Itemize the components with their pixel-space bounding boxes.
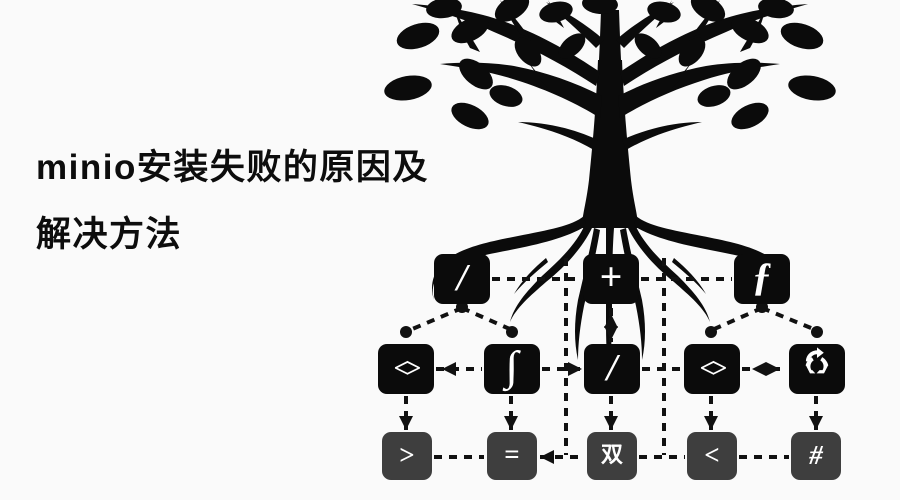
refresh-cycle-icon — [789, 344, 845, 394]
hash-icon: # — [809, 439, 823, 470]
node-equals-row3: = — [487, 432, 537, 480]
slash-icon: / — [606, 347, 618, 389]
node-hash-row3: # — [791, 432, 841, 480]
node-slash-row1: / — [434, 254, 490, 304]
node-refresh-row2 — [789, 344, 845, 394]
connector-lines — [404, 258, 818, 459]
equals-icon: = — [504, 438, 520, 469]
node-slash-row2: / — [584, 344, 640, 394]
node-cjk-row3: 双 — [587, 432, 637, 480]
greater-than-icon: > — [399, 439, 415, 470]
node-less-than-row3: < — [687, 432, 737, 480]
connector-dots — [400, 301, 823, 338]
node-plus-row1: + — [583, 254, 639, 304]
page-title: minio安装失败的原因及 解决方法 — [36, 150, 506, 252]
function-icon: ƒ — [752, 254, 772, 299]
node-function-row1: ƒ — [734, 254, 790, 304]
less-than-icon: < — [704, 439, 720, 470]
slash-icon: / — [456, 257, 468, 299]
node-greater-than-row3: > — [382, 432, 432, 480]
code-brackets-icon: <> — [699, 352, 728, 383]
tree-silhouette — [384, 0, 836, 228]
node-code-left-row2: <> — [378, 344, 434, 394]
code-brackets-icon: <> — [393, 352, 422, 383]
integral-icon: ∫ — [505, 344, 519, 390]
cjk-glyph-icon: 双 — [600, 442, 623, 467]
node-code-right-row2: <> — [684, 344, 740, 394]
connector-arrowheads — [399, 314, 823, 464]
title-line-2: 解决方法 — [36, 215, 183, 254]
node-integral-row2: ∫ — [484, 344, 540, 394]
plus-icon: + — [599, 254, 623, 299]
title-line-1: minio安装失败的原因及 — [36, 148, 429, 187]
